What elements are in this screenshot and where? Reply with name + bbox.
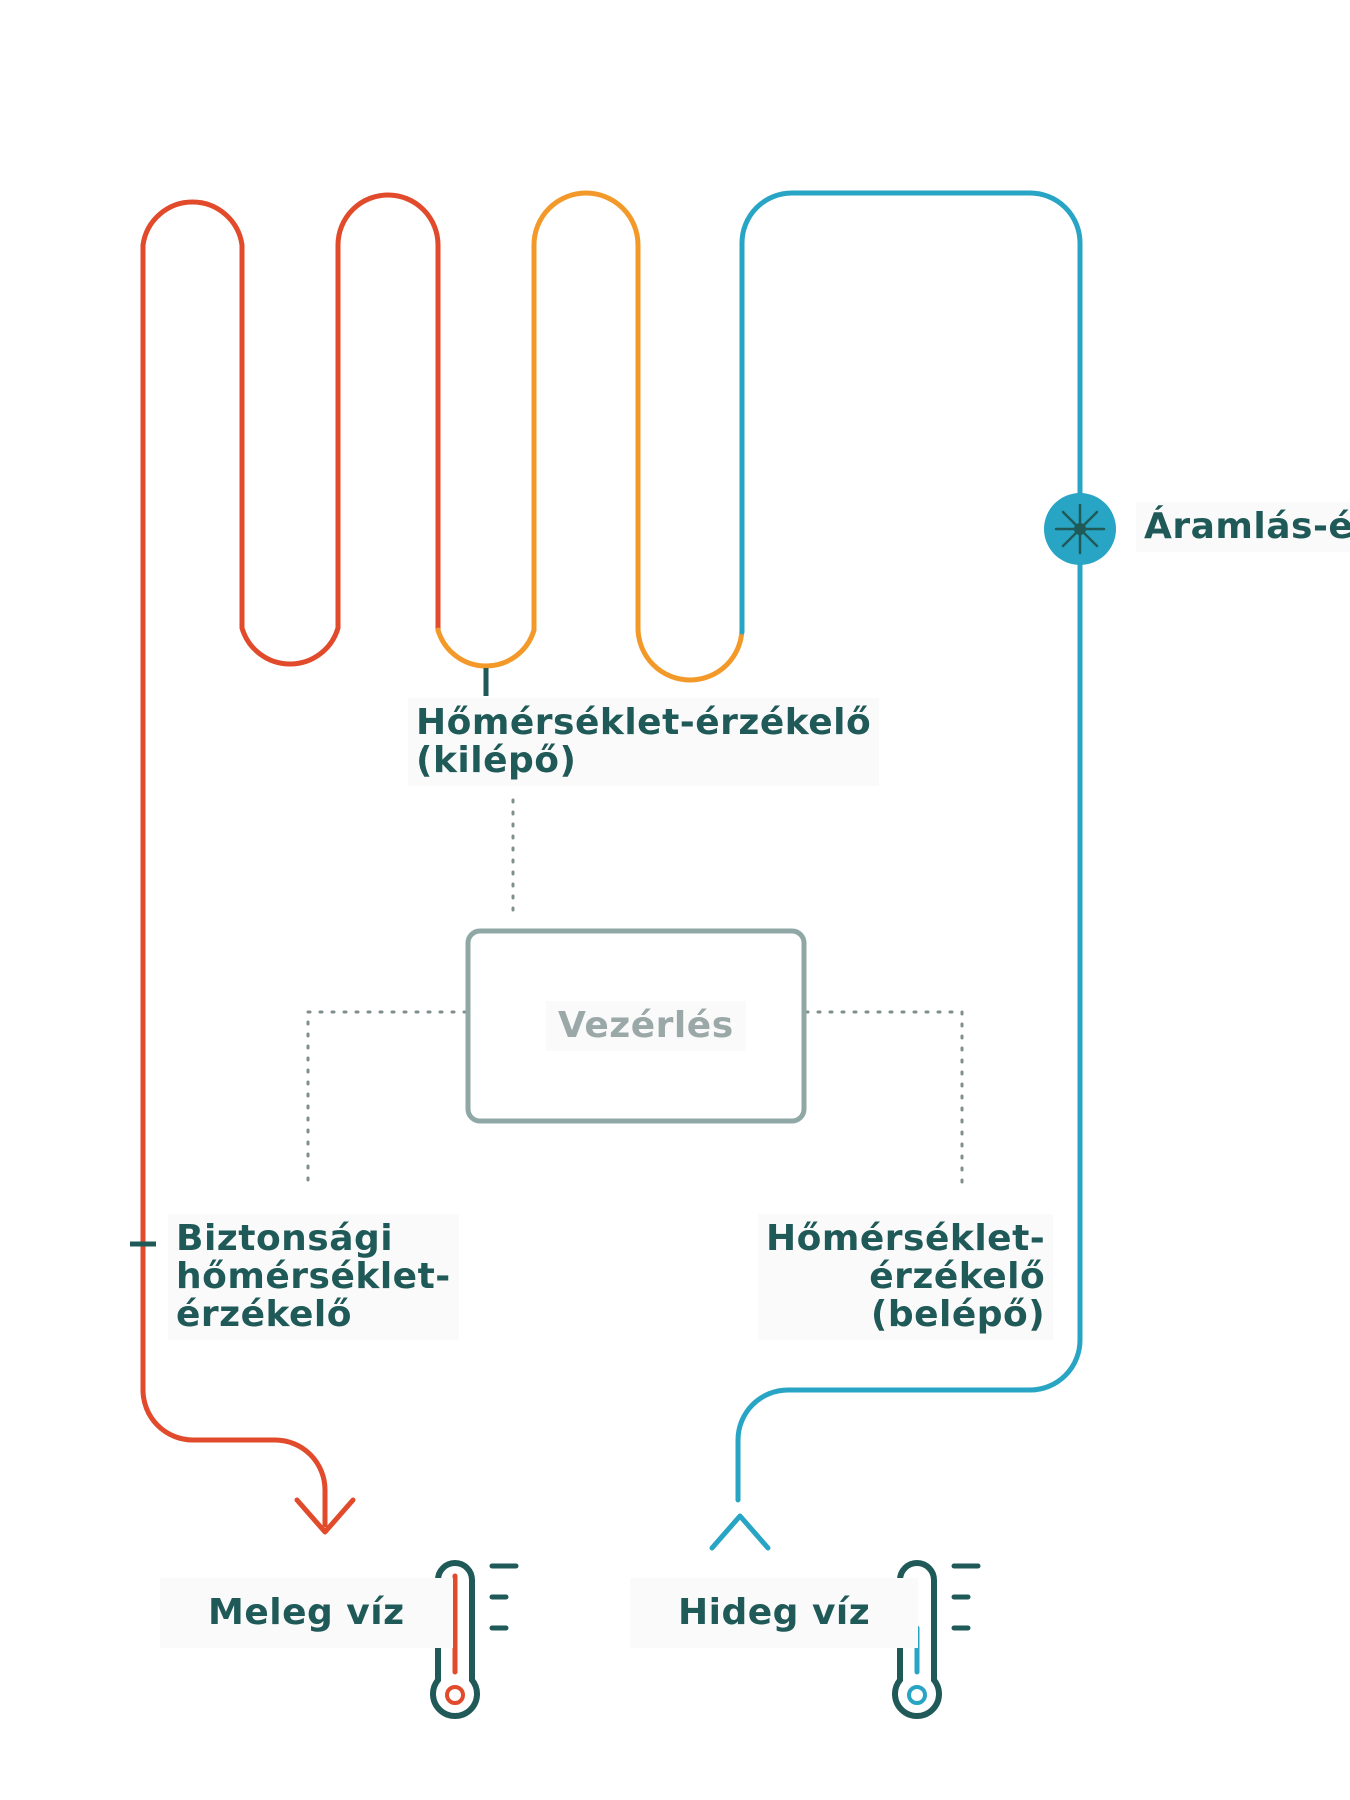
arrow-down-icon xyxy=(294,1497,356,1535)
flow-sensor-label-text: Áramlás-ér xyxy=(1144,506,1350,547)
safety-sensor-label-line2: hőmérséklet- xyxy=(176,1256,451,1297)
cold-pipe xyxy=(735,190,1083,1503)
safety-sensor-label-line3: érzékelő xyxy=(176,1294,353,1335)
cold-water-label-text: Hideg víz xyxy=(678,1592,871,1633)
control-box xyxy=(465,928,807,1124)
inlet-sensor-label: Hőmérséklet- érzékelő (belépő) xyxy=(758,1214,1054,1340)
safety-sensor-label: Biztonsági hőmérséklet- érzékelő xyxy=(168,1214,459,1340)
inlet-sensor-label-line3: (belépő) xyxy=(870,1294,1046,1335)
control-label-text: Vezérlés xyxy=(558,1005,734,1046)
control-line-inlet xyxy=(804,1010,964,1192)
control-connections xyxy=(306,798,964,1192)
inlet-sensor-label-line2: érzékelő xyxy=(869,1256,1046,1297)
outlet-sensor-label: Hőmérséklet-érzékelő (kilépő) xyxy=(408,698,880,786)
control-label: Vezérlés xyxy=(546,1001,746,1051)
thermometer-hot-icon xyxy=(430,1560,519,1719)
flow-sensor-icon xyxy=(1044,493,1116,565)
safety-sensor-label-line1: Biztonsági xyxy=(176,1218,394,1259)
control-line-safety xyxy=(306,1010,468,1192)
hot-water-label-text: Meleg víz xyxy=(208,1592,405,1633)
warm-pipe xyxy=(435,190,745,683)
flow-sensor-label: Áramlás-ér xyxy=(1136,502,1350,552)
cold-water-label: Hideg víz xyxy=(630,1578,919,1648)
inlet-sensor-label-line1: Hőmérséklet- xyxy=(766,1218,1046,1259)
outlet-sensor-label-line1: Hőmérséklet-érzékelő xyxy=(416,702,872,743)
hot-water-label: Meleg víz xyxy=(160,1578,453,1648)
outlet-sensor-label-line2: (kilépő) xyxy=(416,740,577,781)
hot-pipe xyxy=(140,192,441,1528)
arrow-up-icon xyxy=(709,1513,771,1551)
